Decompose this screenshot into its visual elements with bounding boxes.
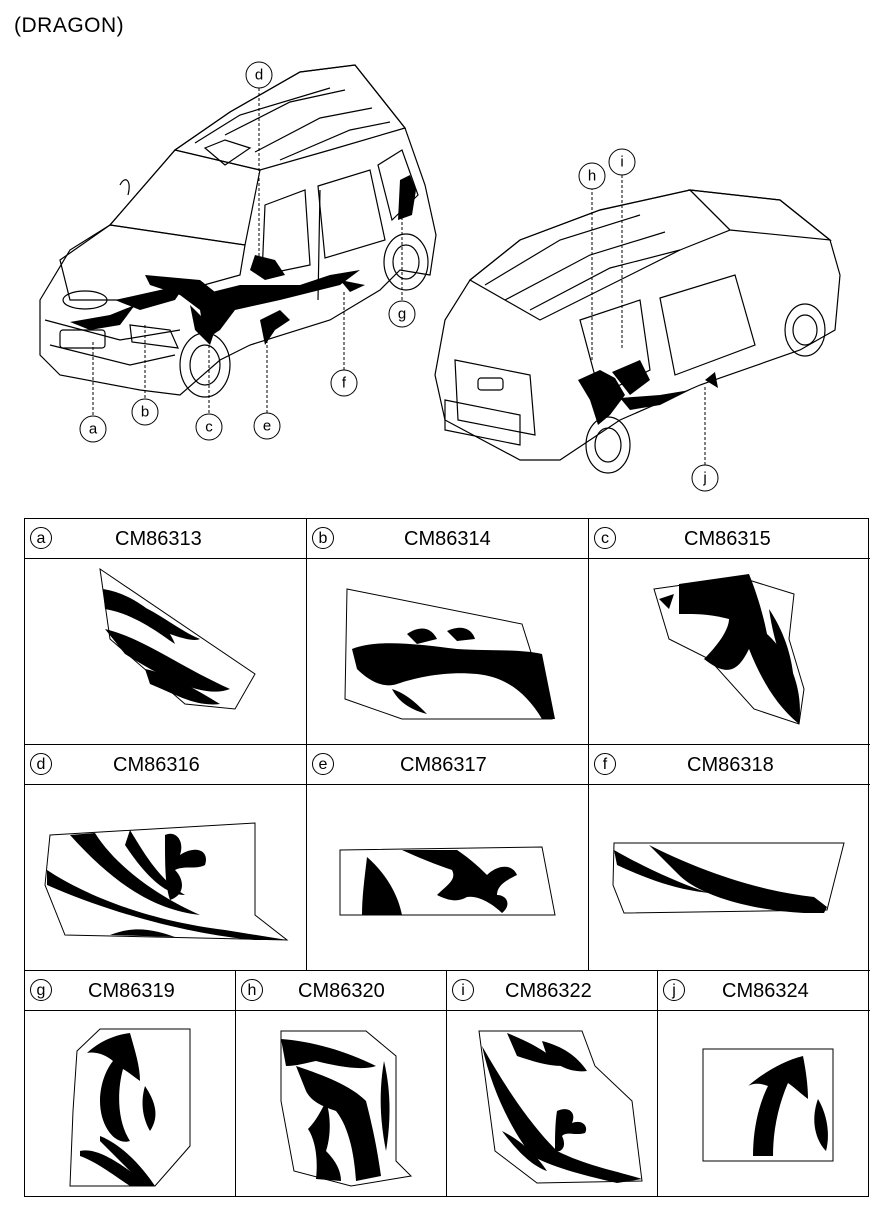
callout-j: j (702, 470, 706, 487)
decal-h-shape (280, 1030, 413, 1187)
part-code: CM86320 (298, 980, 385, 1002)
rear-car-drawing (434, 189, 841, 474)
part-letter: i (452, 979, 474, 1001)
decal-e-shape (339, 846, 556, 916)
page-title: (DRAGON) (14, 14, 125, 37)
callout-h: h (588, 168, 596, 185)
part-code: CM86319 (88, 980, 175, 1002)
decal-d-shape (44, 822, 289, 941)
decal-a-shape (99, 567, 256, 710)
part-letter: f (594, 753, 616, 775)
part-code: CM86324 (722, 980, 809, 1002)
front-leader-lines (92, 88, 403, 415)
part-cell-h: h CM86320 (236, 971, 447, 1197)
decal-j-shape (702, 1048, 834, 1162)
callout-e: e (263, 418, 271, 435)
part-letter: h (241, 979, 263, 1001)
part-cell-j: j CM86324 (658, 971, 870, 1197)
part-code: CM86322 (505, 980, 592, 1002)
part-letter: c (594, 527, 616, 549)
part-code: CM86315 (684, 528, 771, 550)
callout-f: f (342, 375, 347, 392)
decal-c-shape (653, 574, 805, 725)
callout-c: c (205, 419, 213, 436)
part-letter: g (30, 979, 52, 1001)
decal-g-shape (69, 1028, 191, 1187)
part-code: CM86313 (115, 528, 202, 550)
rear-leader-lines (591, 175, 706, 465)
part-code: CM86318 (687, 754, 774, 776)
part-cell-e: e CM86317 (307, 745, 589, 971)
decal-i-shape (478, 1030, 643, 1184)
callout-g: g (398, 306, 406, 323)
part-cell-f: f CM86318 (589, 745, 870, 971)
callout-d: d (255, 67, 263, 84)
parts-grid: a CM86313 b CM86314 c CM86315 d CM86316 (24, 518, 870, 1197)
front-car-drawing (39, 64, 437, 398)
part-cell-b: b CM86314 (307, 519, 589, 745)
part-cell-c: c CM86315 (589, 519, 870, 745)
callout-markers (79, 61, 719, 492)
callout-i: i (620, 154, 623, 171)
decal-f-shape (612, 842, 845, 914)
part-cell-a: a CM86313 (25, 519, 307, 745)
car-illustrations: a b c d e f g h i j (39, 61, 841, 492)
part-code: CM86314 (404, 528, 491, 550)
part-code: CM86317 (400, 754, 487, 776)
part-letter: e (312, 753, 334, 775)
part-cell-i: i CM86322 (447, 971, 658, 1197)
rear-car-decals (578, 360, 718, 425)
part-cell-d: d CM86316 (25, 745, 307, 971)
part-letter: a (30, 527, 52, 549)
part-letter: j (663, 979, 685, 1001)
part-cell-g: g CM86319 (25, 971, 236, 1197)
part-letter: d (30, 753, 52, 775)
decal-b-shape (344, 588, 555, 720)
callout-b: b (141, 404, 149, 421)
callout-a: a (89, 421, 98, 438)
part-code: CM86316 (113, 754, 200, 776)
front-car-decals (70, 175, 416, 345)
part-letter: b (312, 527, 334, 549)
